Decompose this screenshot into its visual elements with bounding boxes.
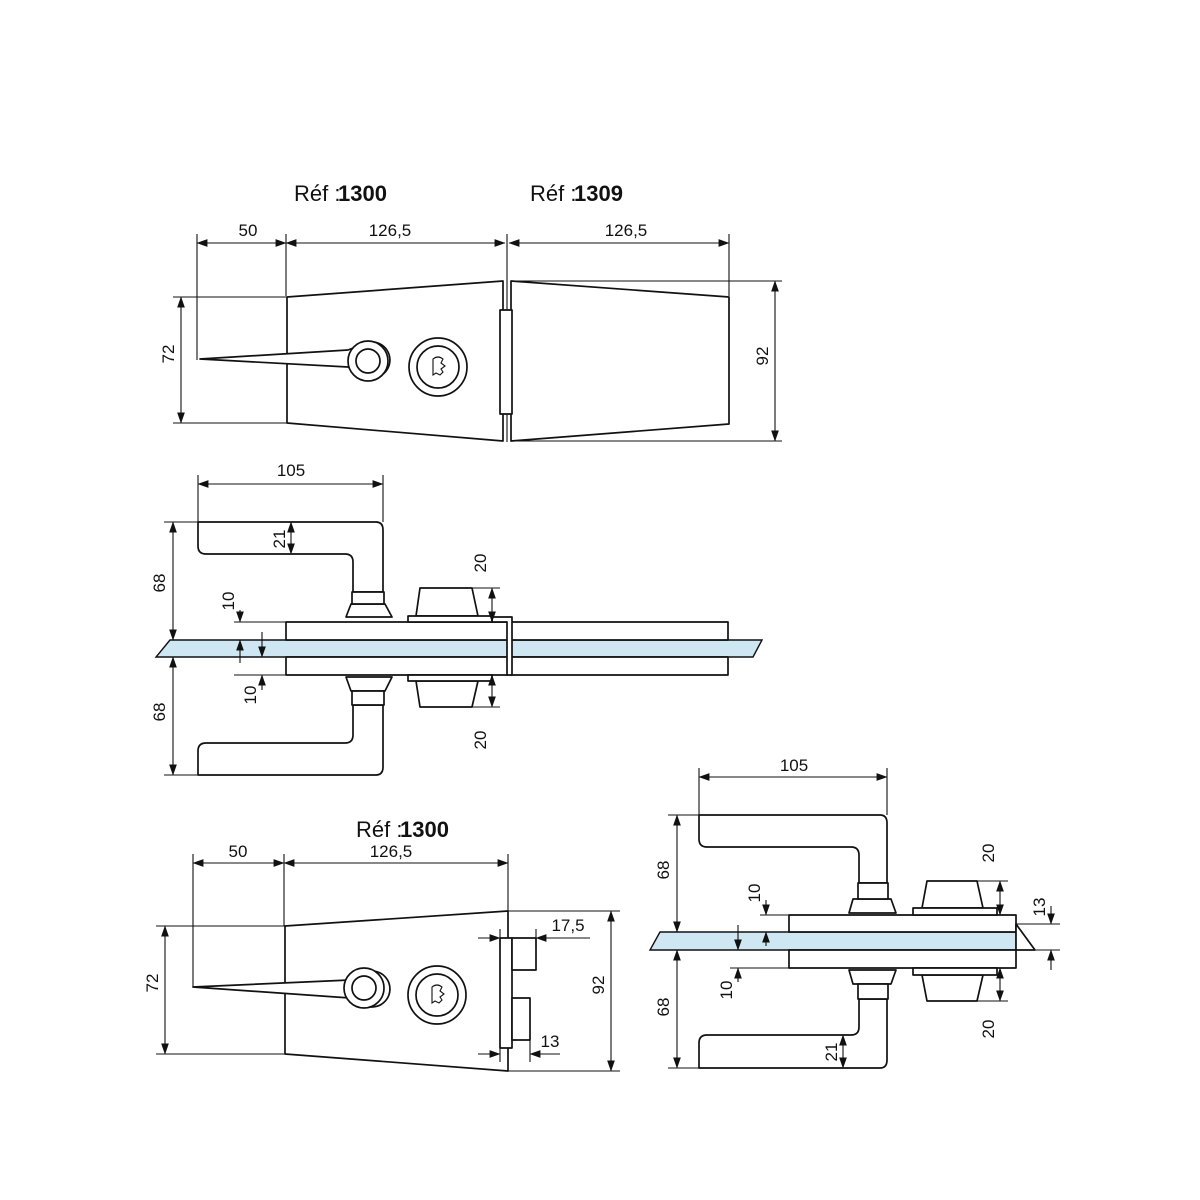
glass-panel-side — [154, 639, 764, 658]
rose-upper — [345, 603, 393, 618]
dim-68-upper-side: 68 — [150, 574, 169, 593]
dim-50-bottom: 50 — [229, 842, 248, 861]
dim-72-top: 72 — [159, 345, 178, 364]
cylinder-lower — [415, 680, 479, 708]
lever-handle-upper — [197, 521, 384, 593]
dim-126-5-lock-top: 126,5 — [369, 221, 412, 240]
dim-20-lower-right: 20 — [979, 1020, 998, 1039]
ref-number-1300-top: 1300 — [338, 181, 387, 206]
lock-plate-upper — [285, 621, 509, 641]
ref-prefix-1300-bottom: Réf : — [356, 817, 402, 842]
ref-number-1300-bottom: 1300 — [400, 817, 449, 842]
dim-20-upper-right: 20 — [979, 844, 998, 863]
keeper-body-1309 — [510, 280, 730, 442]
dim-21-right: 21 — [822, 1043, 841, 1062]
dim-13-right: 13 — [1030, 898, 1049, 917]
key-cylinder-top — [408, 337, 468, 397]
dim-72-bottom: 72 — [143, 974, 162, 993]
dim-20-lower-side: 20 — [471, 731, 490, 750]
dim-21-side: 21 — [270, 530, 289, 549]
latch-bolt — [511, 937, 537, 971]
keeper-plate-upper — [509, 621, 729, 641]
ref-prefix-1300-top: Réf : — [294, 181, 340, 206]
dim-92-top: 92 — [753, 347, 772, 366]
cylinder-lower-right — [921, 974, 984, 1002]
view-side-glass-right: 105 68 68 10 10 21 20 20 13 — [648, 756, 1060, 1069]
hinge-strip — [499, 309, 513, 415]
ref-prefix-1309: Réf : — [530, 181, 576, 206]
dim-105-side: 105 — [277, 461, 305, 480]
lever-handle-lower-right — [698, 998, 888, 1069]
dim-10-lower-right: 10 — [717, 981, 736, 1000]
view-1300-with-strike: Réf : 1300 50 126,5 72 92 — [143, 817, 620, 1072]
dim-10-upper-right: 10 — [745, 884, 764, 903]
dead-bolt — [511, 997, 531, 1041]
dim-68-lower-side: 68 — [150, 703, 169, 722]
latch-tip — [1015, 923, 1036, 951]
dim-126-5-bottom: 126,5 — [370, 842, 413, 861]
dim-13-bottom-left: 13 — [541, 1032, 560, 1051]
dim-92-bottom: 92 — [589, 976, 608, 995]
ref-number-1309: 1309 — [574, 181, 623, 206]
dim-126-5-keeper: 126,5 — [605, 221, 648, 240]
key-cylinder-bottom — [407, 965, 467, 1025]
lock-body-1300 — [286, 280, 504, 442]
dim-68-upper-right: 68 — [654, 861, 673, 880]
dim-20-upper-side: 20 — [471, 554, 490, 573]
lock-plate-lower — [285, 656, 509, 676]
cylinder-upper — [415, 587, 479, 617]
view-side-glass: 105 68 68 21 10 10 20 20 — [150, 461, 764, 776]
view-top-1300-1309: Réf : 1300 Réf : 1309 50 126,5 126,5 — [159, 181, 782, 442]
lever-handle-upper-right — [698, 814, 888, 884]
glass-panel-right — [648, 931, 1017, 951]
dim-10-lower-side: 10 — [241, 686, 260, 705]
dim-105-right: 105 — [780, 756, 808, 775]
lock-plate-upper-right — [788, 914, 1017, 933]
lever-handle-lower — [197, 704, 384, 776]
lock-plate-lower-right — [788, 949, 1017, 969]
dim-10-upper-side: 10 — [219, 592, 238, 611]
cylinder-upper-right — [921, 880, 984, 909]
rose-lower — [345, 676, 393, 692]
dim-68-lower-right: 68 — [654, 998, 673, 1017]
dim-50-top: 50 — [239, 221, 258, 240]
keeper-plate-lower — [509, 656, 729, 676]
dim-17-5: 17,5 — [551, 916, 584, 935]
